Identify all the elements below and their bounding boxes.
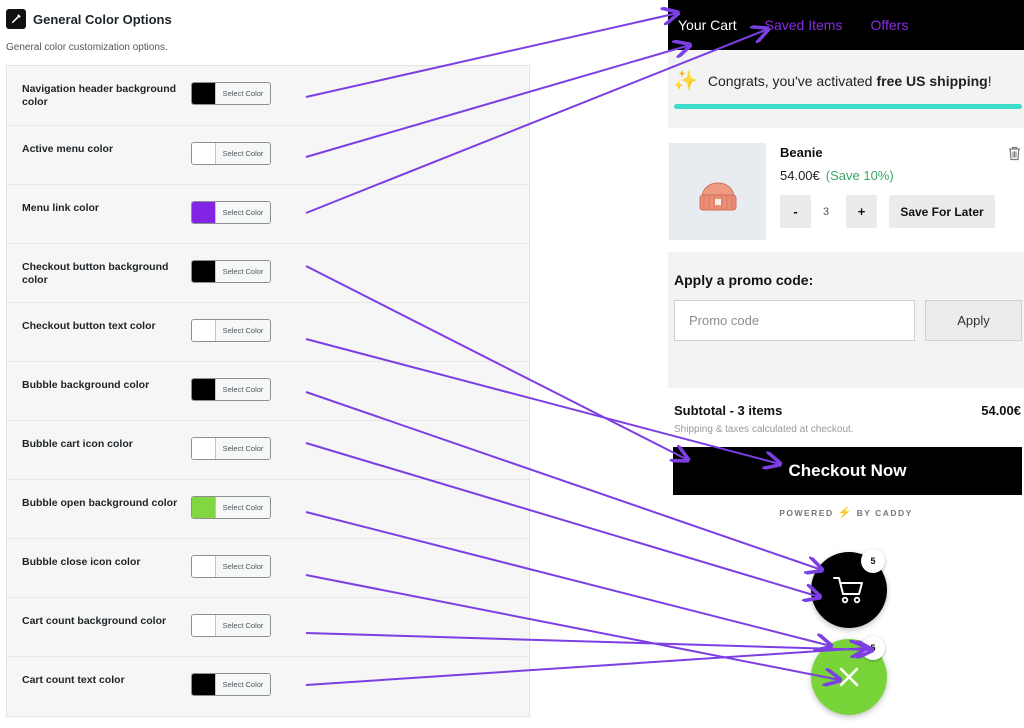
page-description: General color customization options. [6,42,168,53]
cart-count-badge: 5 [861,549,885,573]
select-color-label: Select Color [216,438,270,459]
option-label: Navigation header background color [22,83,177,108]
lightning-icon: ⚡ [837,507,853,519]
option-label: Bubble background color [22,379,150,391]
cart-icon [833,577,863,604]
quantity-decrease-button[interactable]: - [780,195,811,228]
color-picker-button[interactable]: Select Color [191,142,271,165]
select-color-label: Select Color [216,497,270,518]
color-picker-button[interactable]: Select Color [191,378,271,401]
shipping-message: ✨ Congrats, you've activated free US shi… [673,68,992,93]
shipping-prefix: Congrats, you've activated [707,72,873,89]
color-picker-button[interactable]: Select Color [191,673,271,696]
cart-nav-header: Your Cart Saved Items Offers [668,0,1024,50]
color-picker-button[interactable]: Select Color [191,437,271,460]
color-picker-button[interactable]: Select Color [191,201,271,224]
select-color-label: Select Color [216,615,270,636]
color-swatch [192,143,216,164]
color-swatch [192,83,216,104]
quantity-increase-button[interactable]: + [846,195,877,228]
shipping-note: Shipping & taxes calculated at checkout. [674,424,854,435]
color-picker-button[interactable]: Select Color [191,614,271,637]
select-color-label: Select Color [216,83,270,104]
cart-count-badge: 5 [861,636,885,660]
item-price-line: 54.00€ (Save 10%) [780,168,894,183]
color-options-list: Navigation header background color Selec… [6,65,530,717]
select-color-label: Select Color [216,379,270,400]
option-label: Cart count background color [22,615,167,627]
close-icon [839,667,859,687]
beanie-icon [699,182,736,210]
color-picker-button[interactable]: Select Color [191,260,271,283]
color-picker-button[interactable]: Select Color [191,496,271,519]
page-title: General Color Options [33,11,172,27]
option-row-count-bg: Cart count background color Select Color [7,597,529,656]
item-price: 54.00€ [780,168,820,183]
color-swatch [192,202,216,223]
color-swatch [192,497,216,518]
promo-apply-button[interactable]: Apply [925,300,1022,341]
option-label: Cart count text color [22,674,125,686]
color-swatch [192,615,216,636]
color-swatch [192,674,216,695]
option-row-active-menu: Active menu color Select Color [7,125,529,184]
option-row-checkout-bg: Checkout button background color Select … [7,243,529,302]
powered-by: POWERED ⚡ BY CADDY [668,506,1024,519]
option-row-checkout-text: Checkout button text color Select Color [7,302,529,361]
shipping-suffix: ! [987,72,992,89]
select-color-label: Select Color [216,261,270,282]
shipping-progress-bar [674,104,1022,109]
trash-icon[interactable] [1007,145,1022,166]
cart-preview: Your Cart Saved Items Offers ✨ Congrats,… [668,0,1024,728]
cart-body: ✨ Congrats, you've activated free US shi… [668,50,1024,388]
promo-title: Apply a promo code: [674,272,814,288]
select-color-label: Select Color [216,556,270,577]
select-color-label: Select Color [216,143,270,164]
settings-header: General Color Options [6,7,172,31]
powered-suffix: BY CADDY [856,508,913,518]
option-row-bubble-open-bg: Bubble open background color Select Colo… [7,479,529,538]
color-swatch [192,438,216,459]
option-row-menu-link: Menu link color Select Color [7,184,529,243]
item-savings: (Save 10%) [825,168,894,183]
tab-offers[interactable]: Offers [870,17,909,33]
color-swatch [192,320,216,341]
powered-prefix: POWERED [779,508,834,518]
color-swatch [192,556,216,577]
option-label: Menu link color [22,202,100,214]
color-swatch [192,379,216,400]
option-label: Checkout button background color [22,261,169,286]
color-picker-button[interactable]: Select Color [191,319,271,342]
option-row-count-text: Cart count text color Select Color [7,656,529,715]
color-picker-button[interactable]: Select Color [191,555,271,578]
option-row-bubble-cart-icon: Bubble cart icon color Select Color [7,420,529,479]
option-label: Bubble cart icon color [22,438,133,450]
sparkles-icon: ✨ [673,70,698,92]
color-picker-button[interactable]: Select Color [191,82,271,105]
checkout-button[interactable]: Checkout Now [673,447,1022,495]
quantity-value: 3 [822,205,830,218]
tab-saved-items[interactable]: Saved Items [764,17,843,33]
option-label: Checkout button text color [22,320,156,332]
option-row-bubble-close-icon: Bubble close icon color Select Color [7,538,529,597]
select-color-label: Select Color [216,202,270,223]
color-swatch [192,261,216,282]
option-row-bubble-bg: Bubble background color Select Color [7,361,529,420]
option-row-nav-header-bg: Navigation header background color Selec… [7,66,529,125]
subtotal-label: Subtotal - 3 items [674,403,783,418]
subtotal-amount: 54.00€ [981,403,1021,418]
cart-item: Beanie 54.00€ (Save 10%) - 3 + Save For L… [668,128,1024,252]
save-for-later-button[interactable]: Save For Later [889,195,995,228]
beanie-image [669,143,766,240]
option-label: Bubble open background color [22,497,178,509]
tab-your-cart[interactable]: Your Cart [678,17,737,33]
item-name[interactable]: Beanie [780,145,823,160]
option-label: Bubble close icon color [22,556,141,568]
shipping-bold: free US shipping [876,72,988,89]
eyedropper-icon [6,9,26,29]
select-color-label: Select Color [216,320,270,341]
option-label: Active menu color [22,143,114,155]
select-color-label: Select Color [216,674,270,695]
promo-code-input[interactable]: Promo code [674,300,915,341]
